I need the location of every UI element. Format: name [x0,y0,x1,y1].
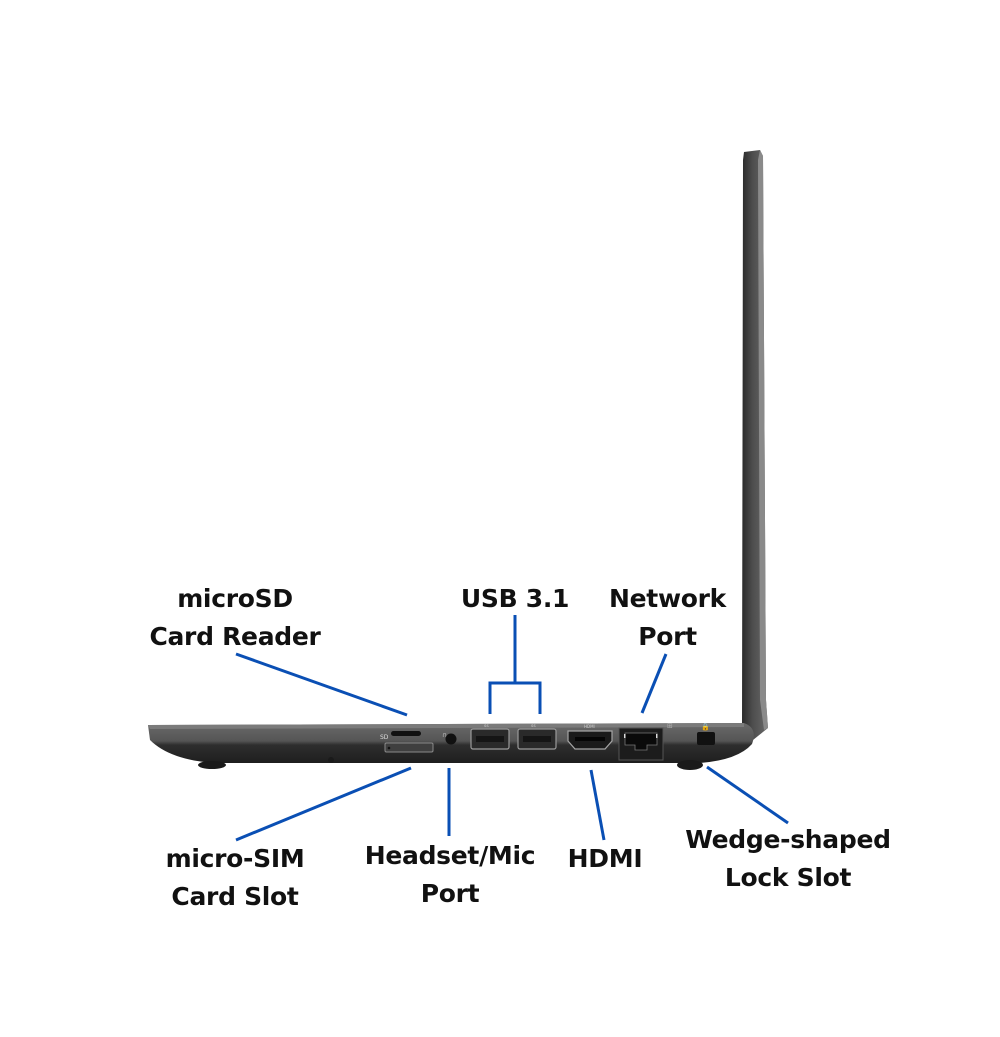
svg-text:ss: ss [531,724,536,729]
base-screw [328,757,334,763]
leader-network [640,653,668,714]
svg-text:ss: ss [484,724,489,729]
label-microsim-line1: micro-SIM [165,844,305,873]
headset-icon: ∩ [442,731,447,739]
leader-usb-bracket [488,681,542,714]
label-headset-line1: Headset/Mic [364,841,536,870]
network-icon: ⊞ [667,722,673,730]
label-microsim: micro-SIM Card Slot [155,840,315,916]
label-microsd-line1: microSD [177,584,293,613]
sd-icon: SD [380,734,389,741]
label-headset: Headset/Mic Port [355,837,545,913]
lock-slot: 🔒 [697,723,715,745]
leader-hdmi [589,769,606,841]
microsim-tray [384,742,434,753]
label-lock: Wedge-shaped Lock Slot [678,821,898,897]
label-hdmi: HDMI [555,840,655,878]
label-headset-line2: Port [420,879,480,908]
microsd-slot [391,731,421,736]
label-network-line2: Port [638,622,697,651]
label-network-line1: Network [609,584,726,613]
hdmi-port: HDMI [567,724,613,750]
usb-port-2: ss [517,724,557,750]
label-lock-line1: Wedge-shaped [685,825,891,854]
front-foot [198,761,226,769]
lock-icon: 🔒 [701,723,710,731]
label-microsd-line2: Card Reader [149,622,321,651]
label-microsim-line2: Card Slot [171,882,299,911]
label-hdmi-line1: HDMI [567,844,643,873]
headset-jack [445,733,457,745]
svg-text:HDMI: HDMI [584,724,595,729]
label-microsd: microSD Card Reader [140,580,330,656]
network-port: ⊞ [618,722,673,761]
leader-microsd [235,652,408,717]
rear-foot [677,760,703,770]
sim-eject-hole [387,746,391,750]
base-top-edge [148,723,744,729]
label-lock-line2: Lock Slot [724,863,852,892]
usb-port-1: ss [470,724,510,750]
leader-lock [706,765,789,825]
leader-lines [235,615,789,842]
label-usb-line1: USB 3.1 [460,584,570,613]
label-network: Network Port [600,580,735,656]
label-usb: USB 3.1 [450,580,580,618]
leader-microsim [235,766,412,842]
lid-edge-highlight [758,150,768,730]
